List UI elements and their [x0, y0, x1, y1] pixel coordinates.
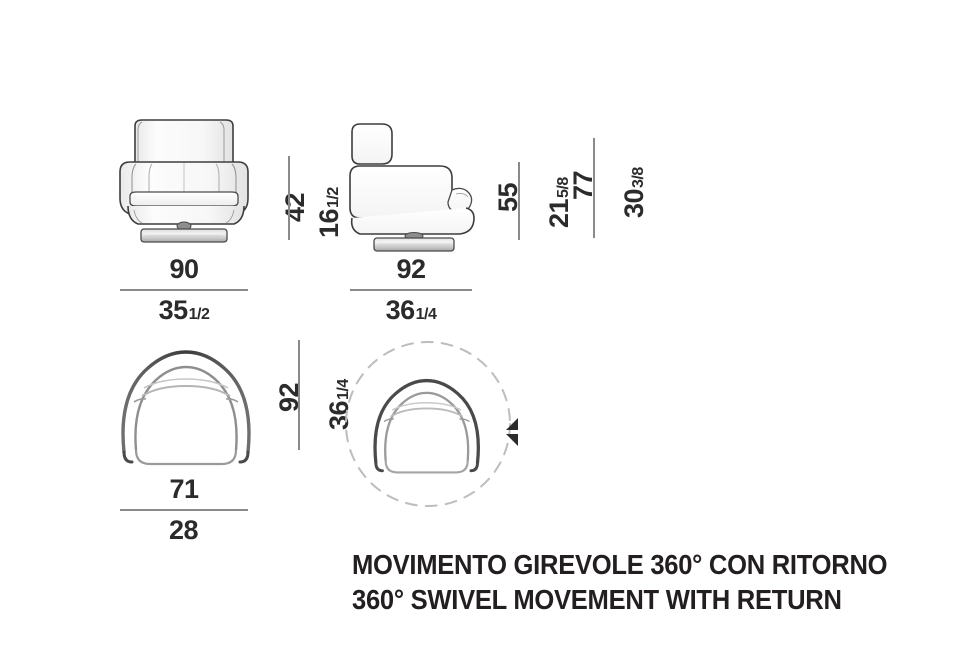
front-width-fraction: 1/2: [188, 305, 210, 323]
seat-height-rule: [518, 162, 520, 240]
rotation-circle: [345, 341, 511, 507]
caption-italian: MOVIMENTO GIREVOLE 360° CON RITORNO: [352, 549, 888, 580]
side-depth-imperial: 361/4: [385, 294, 437, 325]
front-width-imperial: 351/2: [158, 294, 210, 325]
swivel-diagram: [336, 334, 536, 514]
side-depth-rule: [350, 289, 472, 291]
side-elevation-drawing: [348, 118, 498, 253]
front-width-rule: [120, 289, 248, 291]
plan-width-rule: [120, 509, 248, 511]
double-arrow-icon: [506, 418, 518, 446]
caption-block: MOVIMENTO GIREVOLE 360° CON RITORNO 360°…: [352, 547, 928, 617]
side-depth-metric: 92: [396, 254, 426, 284]
caption-english: 360° SWIVEL MOVEMENT WITH RETURN: [352, 584, 842, 616]
overall-height-fraction: 3/8: [630, 167, 647, 188]
front-height-rule: [288, 156, 290, 240]
plan-depth-rule: [298, 340, 300, 450]
overall-height-rule: [593, 138, 595, 238]
overall-height-imperial: 303/8: [619, 167, 649, 218]
side-depth-fraction: 1/4: [415, 305, 437, 323]
front-width-metric: 90: [169, 254, 199, 284]
plan-view-drawing: [112, 344, 262, 474]
plan-width-dimension: 71 28: [120, 476, 248, 544]
front-width-dimension: 90 351/2: [120, 256, 248, 324]
front-height-imperial: 161/2: [314, 187, 344, 238]
front-elevation-drawing: [112, 110, 272, 255]
front-height-fraction: 1/2: [325, 187, 342, 208]
plan-width-metric: 71: [169, 474, 199, 504]
front-height-metric: 42: [280, 192, 310, 222]
plan-width-imperial: 28: [168, 514, 199, 545]
side-depth-dimension: 92 361/4: [350, 256, 472, 324]
